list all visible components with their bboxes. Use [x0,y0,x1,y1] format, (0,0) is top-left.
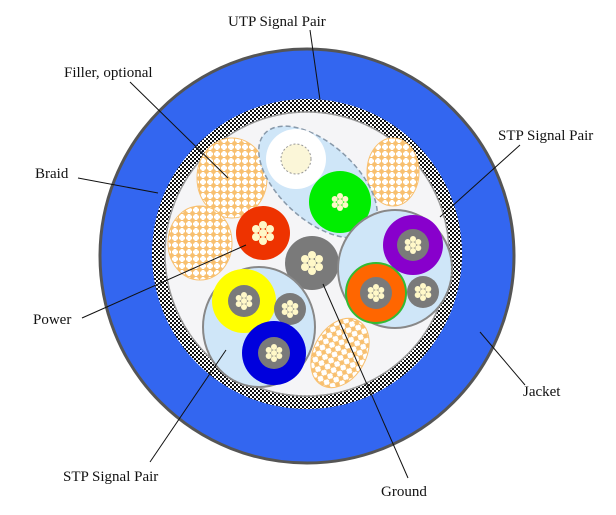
label-ground: Ground [381,484,427,500]
leader-stp-bottom [149,349,227,463]
filler [366,137,420,207]
leader-ground [322,283,409,479]
stp-signal-pair-right [337,209,453,329]
filler [167,205,233,281]
leader-stp-right [439,144,521,218]
leader-jacket [479,331,526,386]
stp-signal-pair-bottom [202,266,316,388]
leader-power [81,244,247,319]
leader-utp [309,29,321,101]
label-braid: Braid [35,166,69,182]
label-stp-signal-pair-right: STP Signal Pair [498,128,593,144]
leader-filler [129,81,229,179]
label-jacket: Jacket [523,384,561,400]
ground-conductor [285,236,339,290]
filler [196,137,268,219]
label-stp-signal-pair-bottom: STP Signal Pair [63,469,158,485]
utp-signal-pair [258,125,378,239]
leader-braid [77,177,159,194]
filler [310,317,370,389]
label-filler: Filler, optional [64,65,153,81]
label-power: Power [33,312,71,328]
label-utp-signal-pair: UTP Signal Pair [228,14,326,30]
power-conductor [236,206,290,260]
